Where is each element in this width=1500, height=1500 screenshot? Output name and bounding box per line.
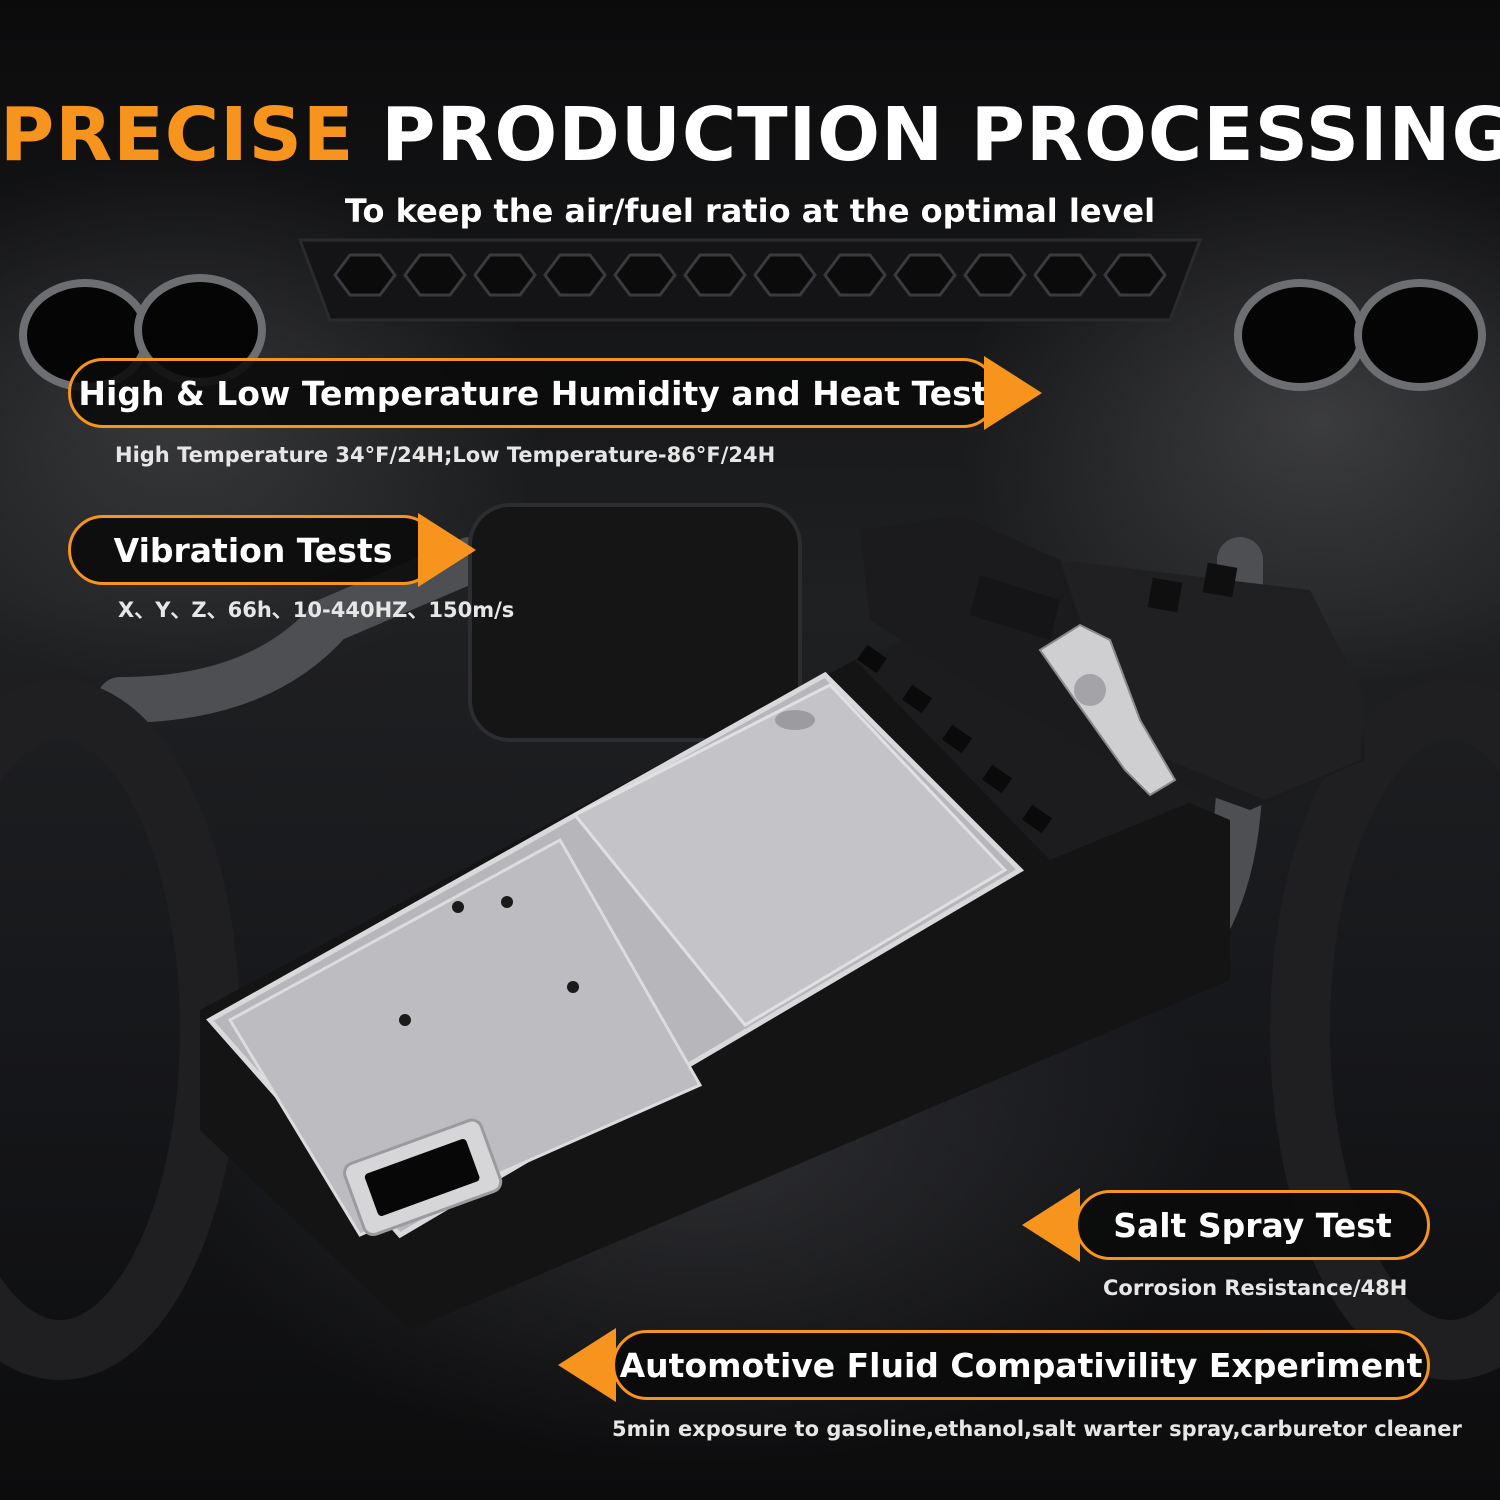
headline: PRECISE PRODUCTION PROCESSING bbox=[0, 92, 1500, 178]
headline-accent: PRECISE bbox=[0, 92, 355, 178]
hex-grille bbox=[297, 238, 1203, 322]
test-title: Automotive Fluid Compativility Experimen… bbox=[619, 1345, 1423, 1385]
test-banner-salt-spray: Salt Spray Test bbox=[1075, 1190, 1430, 1260]
arrow-right-icon bbox=[418, 513, 476, 587]
subtitle: To keep the air/fuel ratio at the optima… bbox=[344, 192, 1156, 230]
arrow-left-icon bbox=[1022, 1188, 1080, 1262]
test-detail: Corrosion Resistance/48H bbox=[1103, 1276, 1408, 1300]
test-banner-temperature: High & Low Temperature Humidity and Heat… bbox=[68, 358, 998, 428]
arrow-left-icon bbox=[558, 1328, 616, 1402]
test-title: High & Low Temperature Humidity and Heat… bbox=[78, 373, 988, 413]
arrow-right-icon bbox=[984, 356, 1042, 430]
muffler bbox=[468, 503, 802, 742]
headline-rest: PRODUCTION PROCESSING bbox=[381, 92, 1500, 178]
test-title: Vibration Tests bbox=[113, 530, 393, 570]
exhaust-tips bbox=[19, 274, 1486, 391]
test-title: Salt Spray Test bbox=[1113, 1205, 1392, 1245]
test-detail: 5min exposure to gasoline,ethanol,salt w… bbox=[612, 1417, 1462, 1441]
test-detail: X、Y、Z、66h、10-440HZ、150m/s bbox=[118, 598, 515, 622]
test-banner-fluid: Automotive Fluid Compativility Experimen… bbox=[612, 1330, 1430, 1400]
test-banner-vibration: Vibration Tests bbox=[68, 515, 438, 585]
test-detail: High Temperature 34°F/24H;Low Temperatur… bbox=[115, 443, 776, 467]
sensor-product bbox=[200, 515, 1365, 1330]
